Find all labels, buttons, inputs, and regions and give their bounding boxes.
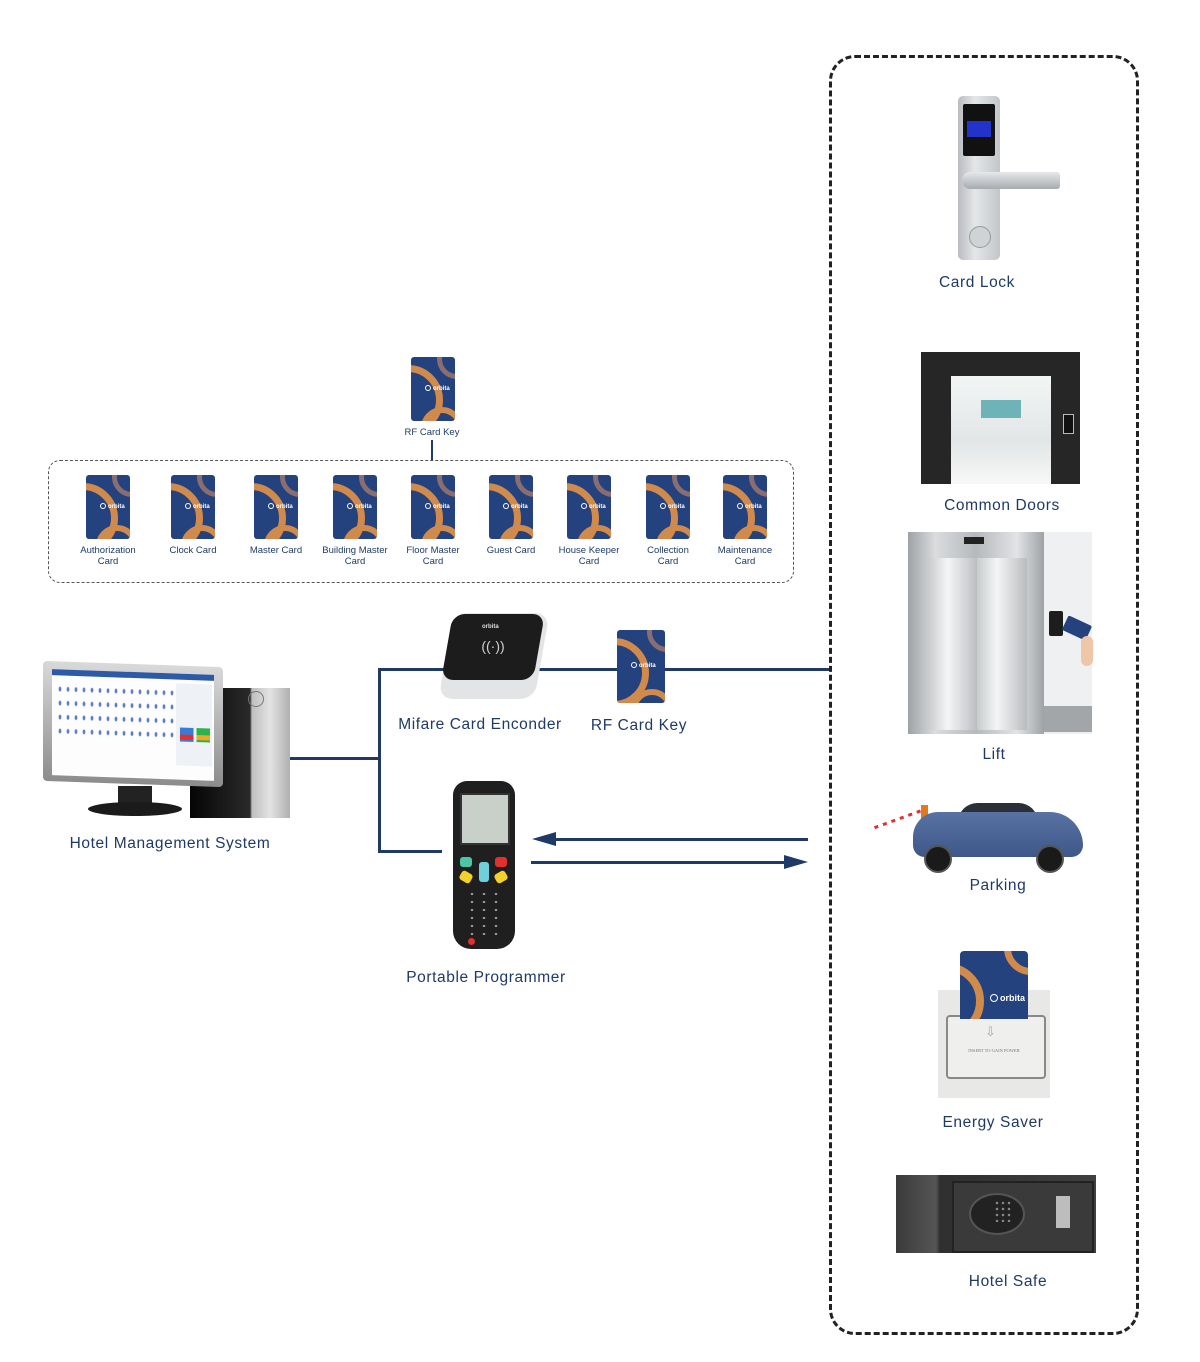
floor-display: [964, 537, 984, 544]
device-label: Hotel Safe: [968, 1273, 1048, 1290]
rf-card-key-image: orbita: [960, 951, 1028, 1019]
card-type-label: Master Card: [249, 545, 303, 556]
device-label: Parking: [969, 877, 1027, 894]
card-type-image: orbita: [411, 475, 455, 539]
keypad-icon: [994, 1200, 1012, 1222]
orbita-logo: orbita: [425, 503, 450, 510]
card-type-image: orbita: [646, 475, 690, 539]
card-type-image: orbita: [86, 475, 130, 539]
orbita-logo: orbita: [100, 503, 125, 510]
orbita-logo: orbita: [660, 503, 685, 510]
orbita-logo: orbita: [185, 503, 210, 510]
card-types-group: [48, 460, 794, 583]
orbita-logo: orbita: [482, 624, 499, 630]
power-button-icon: [248, 691, 264, 707]
device-label: Energy Saver: [942, 1114, 1044, 1131]
lcd-display: [967, 121, 991, 137]
orbita-logo: orbita: [990, 993, 1025, 1003]
card-type-image: orbita: [723, 475, 767, 539]
hand-icon: [1081, 636, 1093, 666]
encoder-label: Mifare Card Enconder: [398, 716, 562, 733]
system-label: Hotel Management System: [69, 835, 271, 852]
programmer-screen: [460, 793, 510, 845]
rf-card-label: RF Card Key: [590, 717, 688, 734]
arrow-left-line: [554, 838, 808, 841]
down-arrow-icon: ⇩: [985, 1024, 996, 1039]
orbita-logo: orbita: [268, 503, 293, 510]
card-type-image: orbita: [567, 475, 611, 539]
connector-line: [290, 757, 380, 760]
connector-line: [378, 850, 442, 853]
device-label: Lift: [982, 746, 1006, 763]
orbita-logo: orbita: [631, 662, 656, 669]
card-type-image: orbita: [171, 475, 215, 539]
rf-card-key-image: orbita: [411, 357, 455, 421]
arrow-left-icon: [532, 832, 556, 846]
arrow-right-icon: [784, 855, 808, 869]
card-type-image: orbita: [333, 475, 377, 539]
orbita-logo: orbita: [347, 503, 372, 510]
orbita-logo: orbita: [737, 503, 762, 510]
nfc-waves-icon: ((·)): [481, 638, 505, 654]
lock-handle: [962, 172, 1060, 189]
programmer-label: Portable Programmer: [406, 969, 566, 986]
device-label: Card Lock: [938, 274, 1016, 291]
card-reader-icon: [1049, 611, 1063, 636]
plate-text: INSERT TO GAIN POWER: [968, 1048, 1020, 1053]
rf-card-key-image: orbita: [617, 630, 665, 703]
card-type-label: Clock Card: [169, 545, 217, 556]
device-label: Common Doors: [944, 497, 1060, 514]
connector-line: [378, 668, 381, 852]
connector-line: [431, 440, 433, 460]
connector-line: [378, 668, 830, 671]
top-card-label: RF Card Key: [404, 427, 460, 438]
devices-zone: [829, 55, 1139, 1335]
arrow-right-line: [531, 861, 785, 864]
card-type-label: Guest Card: [486, 545, 536, 556]
orbita-logo: orbita: [425, 385, 450, 392]
orbita-logo: orbita: [581, 503, 606, 510]
orbita-logo: orbita: [503, 503, 528, 510]
card-reader-icon: [1063, 414, 1074, 434]
card-type-image: orbita: [254, 475, 298, 539]
card-type-image: orbita: [489, 475, 533, 539]
